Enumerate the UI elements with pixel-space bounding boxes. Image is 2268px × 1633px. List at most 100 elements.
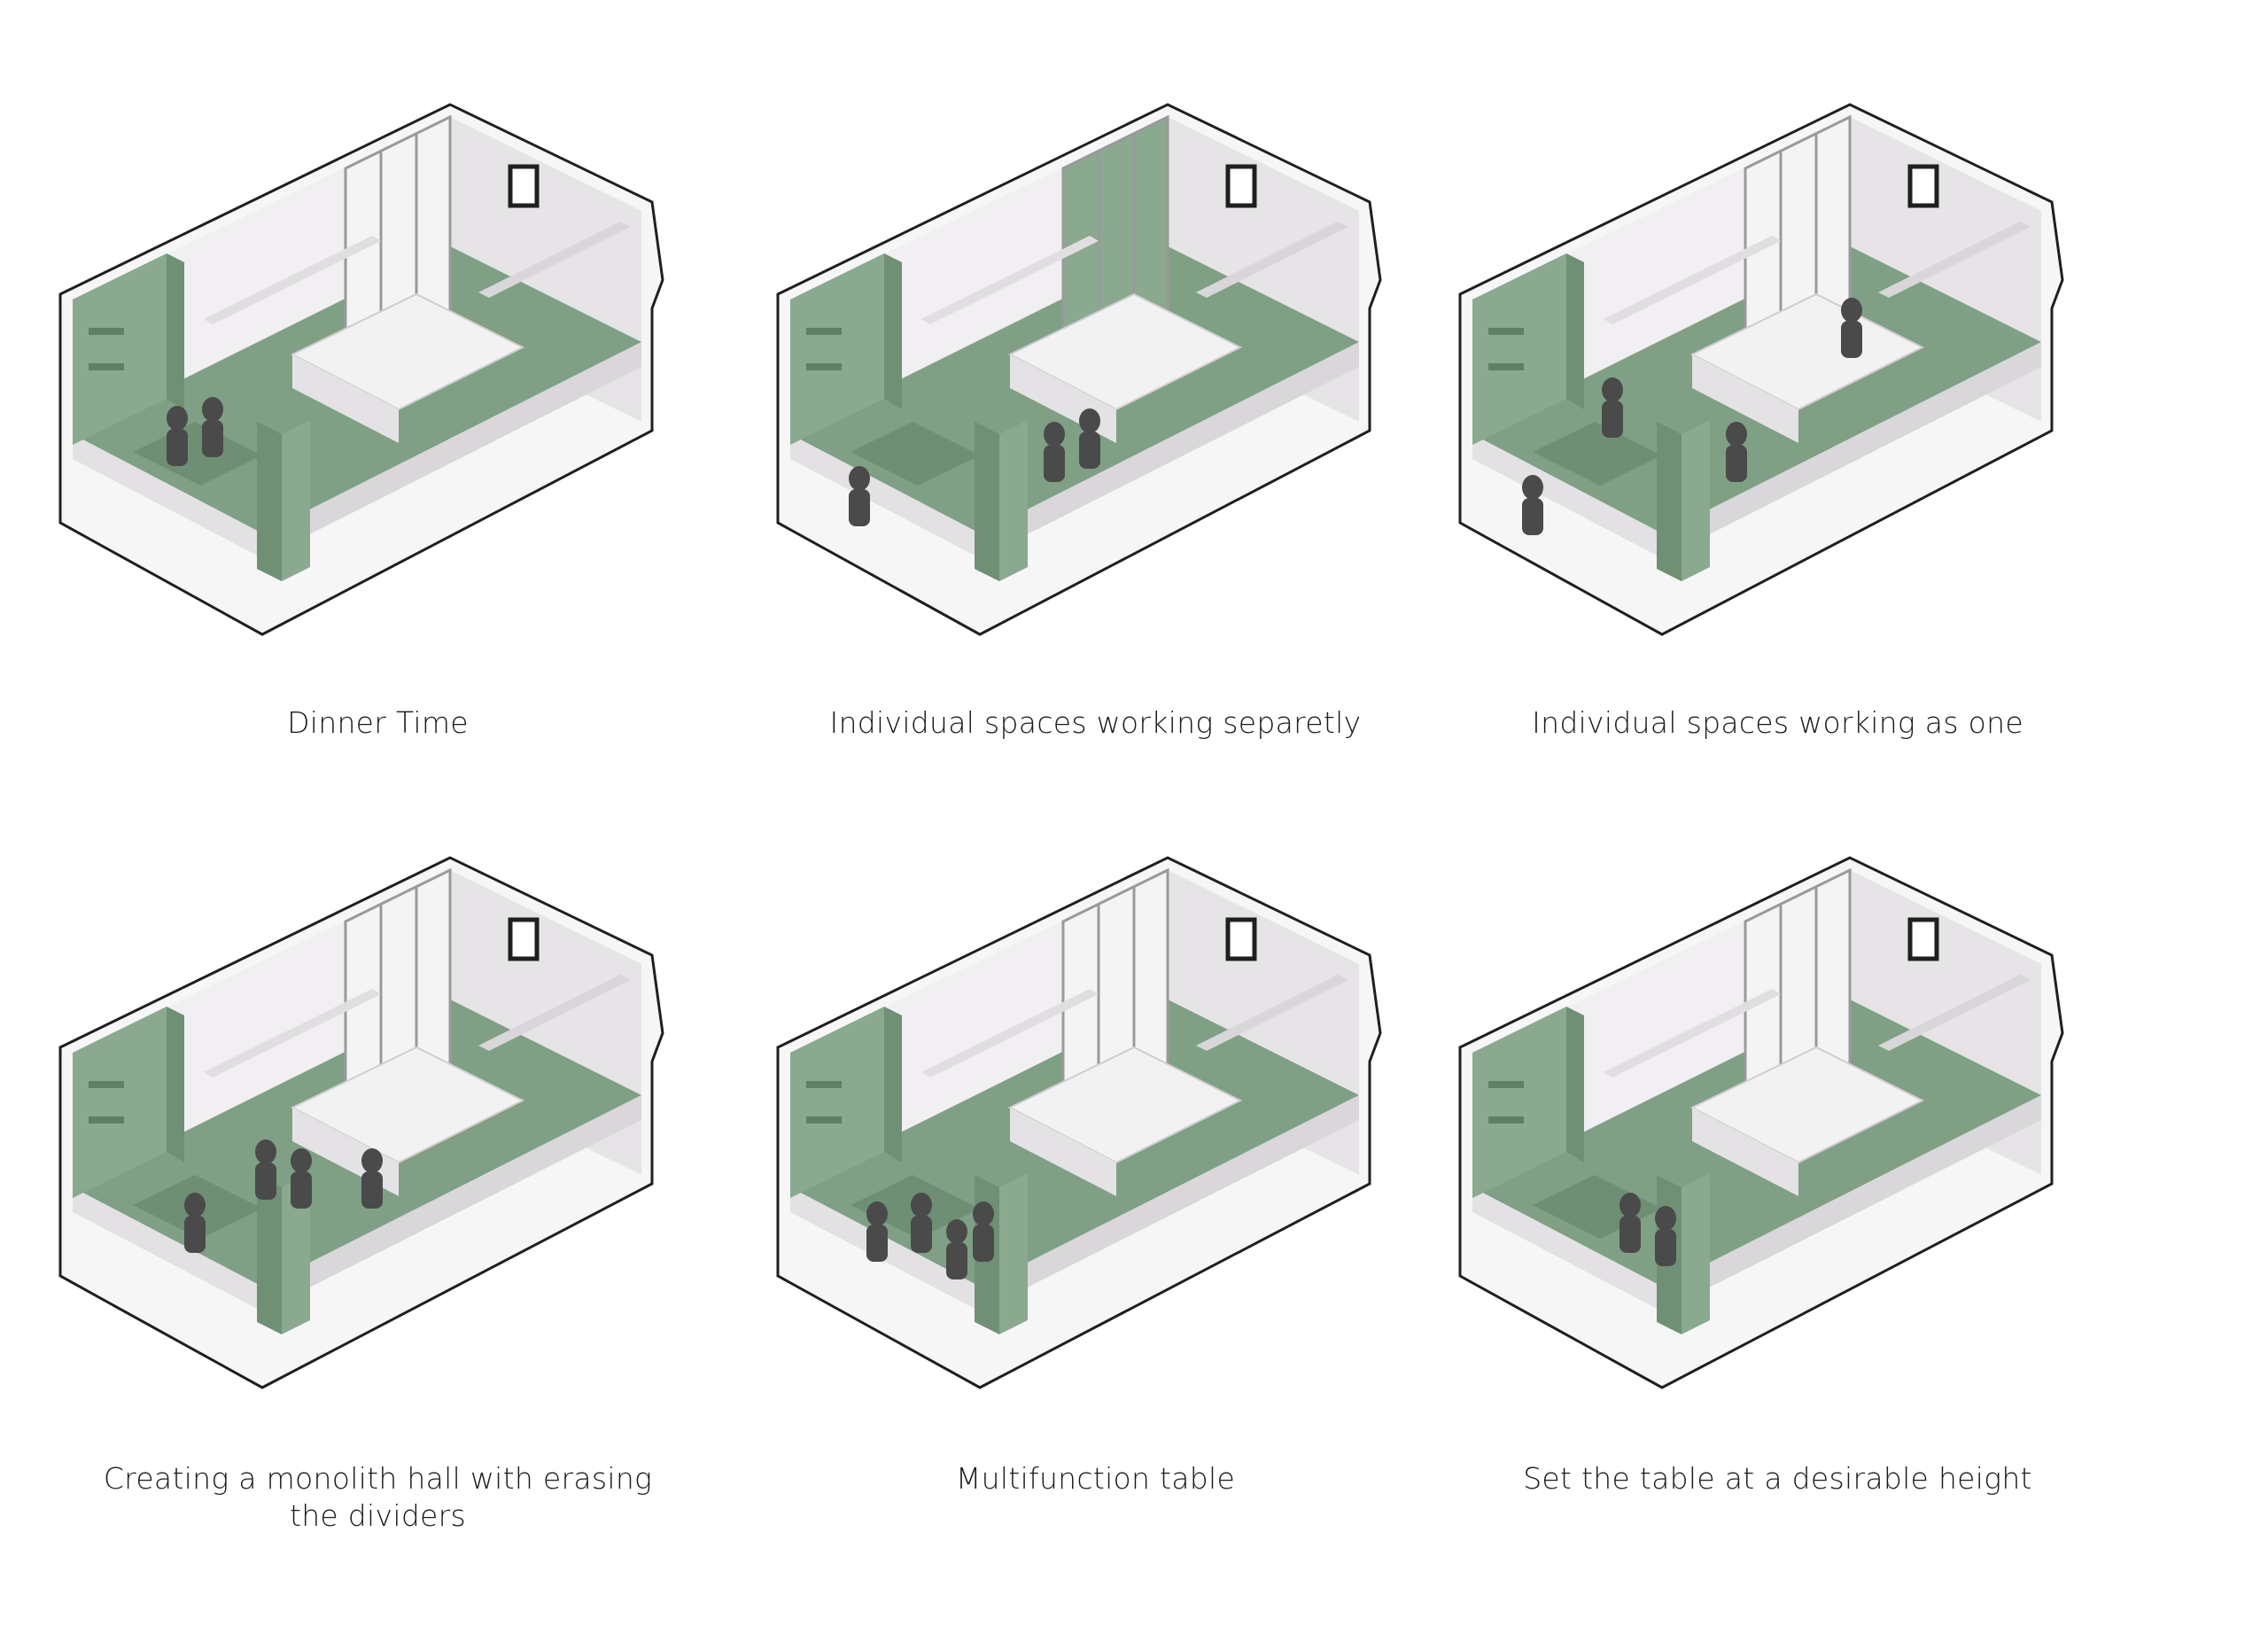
window-icon <box>508 917 540 961</box>
scenario-caption: Individual spaces working as one <box>1532 705 2023 740</box>
tv-cabinet <box>921 236 1099 324</box>
shelf <box>1488 363 1524 370</box>
person-body <box>1079 432 1100 469</box>
people-figures <box>866 1193 994 1279</box>
floor-edge-right <box>262 1095 641 1311</box>
person-head <box>1841 298 1862 323</box>
person-head <box>911 1193 932 1217</box>
person-head <box>849 466 870 491</box>
divider-pillar <box>999 420 1028 581</box>
person-head <box>291 1148 312 1173</box>
floor-edge-right <box>980 342 1359 558</box>
person-body <box>1841 321 1862 358</box>
person-body <box>1602 400 1623 438</box>
person-body <box>255 1163 276 1200</box>
isometric-room-illustration <box>58 856 664 1389</box>
storage-wall <box>1472 1007 1566 1198</box>
person-head <box>1619 1193 1641 1217</box>
scenario-caption: Individual spaces working separetly <box>829 705 1362 740</box>
floor-edge <box>790 434 980 558</box>
window-icon <box>1907 917 1939 961</box>
sofa-front <box>1010 1108 1116 1196</box>
person-body <box>1726 445 1747 482</box>
floor-edge <box>73 1187 262 1311</box>
floor-edge <box>1472 434 1662 558</box>
people-figures <box>849 408 1100 526</box>
divider-pillar <box>999 1173 1028 1334</box>
person-body <box>849 489 870 526</box>
person-head <box>1602 377 1623 402</box>
window-icon <box>1225 917 1257 961</box>
person-head <box>1522 475 1543 500</box>
storage-column <box>884 1007 902 1163</box>
table <box>133 422 262 486</box>
storage-wall <box>790 1007 884 1198</box>
sofa-front <box>1692 354 1798 443</box>
floor-edge-right <box>980 1095 1359 1311</box>
storage-column <box>1566 1007 1584 1163</box>
person-head <box>1079 408 1100 433</box>
scenario-panel-height: Set the table at a desirable height <box>1400 815 2155 1568</box>
storage-wall <box>1472 253 1566 445</box>
person-body <box>866 1225 888 1262</box>
divider-pillar <box>282 1173 310 1334</box>
shelf <box>806 328 842 335</box>
floor-edge-right <box>1662 1095 2041 1311</box>
person-head <box>255 1139 276 1164</box>
shelf <box>1488 328 1524 335</box>
people-figures <box>184 1139 383 1253</box>
person-body <box>202 420 223 457</box>
person-head <box>1044 422 1065 447</box>
storage-wall <box>790 253 884 445</box>
shelf <box>1488 1081 1524 1088</box>
isometric-room-illustration <box>58 103 664 636</box>
divider-pillar-side <box>1657 422 1682 581</box>
person-body <box>291 1171 312 1209</box>
shelf <box>806 1116 842 1124</box>
person-body <box>361 1171 383 1209</box>
isometric-room-illustration <box>1458 856 2064 1389</box>
divider-pillar <box>282 420 310 581</box>
scenario-panel-monolith: Creating a monolith hall with erasing th… <box>0 815 756 1568</box>
people-figures <box>1619 1193 1676 1266</box>
shelf <box>89 1081 124 1088</box>
scenario-panel-as-one: Individual spaces working as one <box>1400 62 2155 815</box>
kitchen-counter <box>478 975 631 1051</box>
scenario-panel-multifunction: Multifunction table <box>718 815 1473 1568</box>
scenario-caption: Set the table at a desirable height <box>1523 1461 2032 1496</box>
divider-pillar-side <box>257 1175 282 1334</box>
sofa-front <box>292 354 399 443</box>
person-head <box>202 397 223 422</box>
scenario-caption: Creating a monolith hall with erasing th… <box>103 1461 653 1533</box>
shelf <box>1488 1116 1524 1124</box>
window-icon <box>1907 164 1939 208</box>
tv-cabinet <box>204 989 381 1077</box>
window-icon <box>1225 164 1257 208</box>
person-head <box>866 1201 888 1226</box>
isometric-room-illustration <box>776 103 1382 636</box>
storage-column <box>167 1007 184 1163</box>
divider-pillar-side <box>257 422 282 581</box>
person-head <box>946 1219 967 1244</box>
people-figures <box>167 397 223 466</box>
divider-pillar <box>1682 420 1710 581</box>
person-head <box>1655 1206 1676 1231</box>
scenario-panel-dinner: Dinner Time <box>0 62 756 815</box>
storage-column <box>167 253 184 409</box>
table <box>1533 422 1662 486</box>
people-figures <box>1522 298 1862 535</box>
person-body <box>1044 445 1065 482</box>
person-head <box>167 406 188 431</box>
person-body <box>1655 1229 1676 1266</box>
person-head <box>973 1201 994 1226</box>
tv-cabinet <box>921 989 1099 1077</box>
isometric-room-illustration <box>776 856 1382 1389</box>
person-body <box>946 1242 967 1279</box>
person-head <box>361 1148 383 1173</box>
person-body <box>911 1216 932 1253</box>
floor-edge-right <box>1662 342 2041 558</box>
tv-cabinet <box>204 236 381 324</box>
tv-cabinet <box>1604 989 1781 1077</box>
person-body <box>973 1225 994 1262</box>
